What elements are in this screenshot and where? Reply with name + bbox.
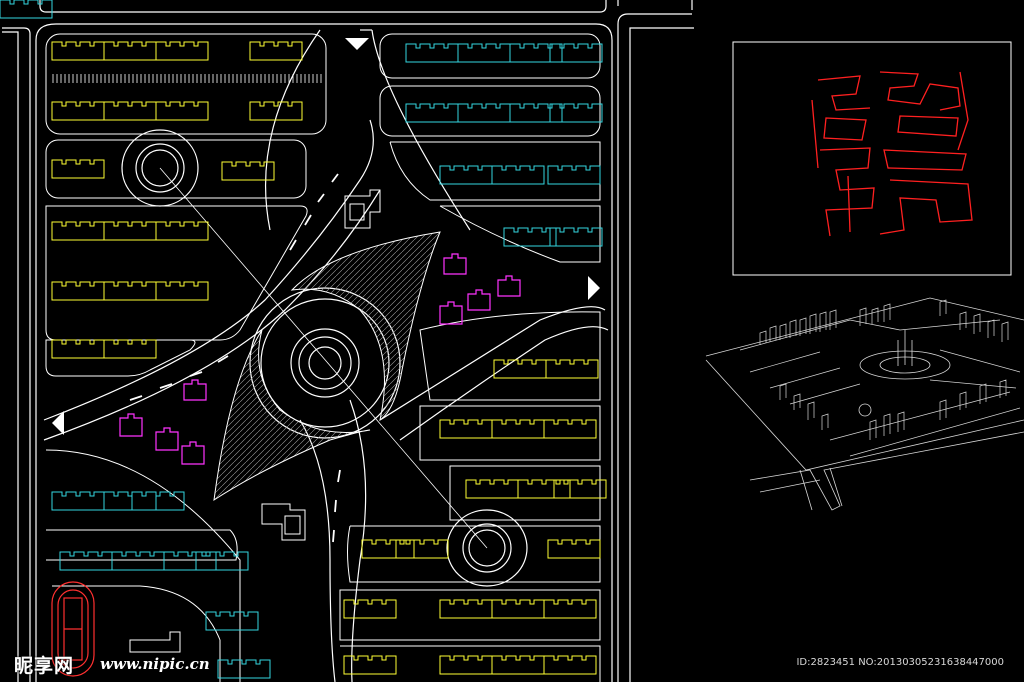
cyan-residential-rows (0, 0, 603, 679)
magenta-villas (119, 253, 521, 465)
axis-line (159, 167, 488, 549)
hatched-plaza-north (290, 231, 441, 422)
red-seal-stamp (811, 71, 973, 237)
perspective-3d-view (705, 297, 1024, 511)
hatched-plaza-south (213, 329, 371, 502)
east-arrow-icon (588, 276, 600, 300)
north-arrow-icon (345, 38, 369, 50)
outer-roads (2, 0, 694, 682)
watermark-url: www.nipic.cn (100, 655, 210, 673)
site-plan (2, 0, 694, 682)
watermark-logo: 昵享网 (14, 655, 75, 677)
running-track-icon (51, 581, 95, 677)
public-buildings (129, 189, 381, 653)
fence-strip (52, 74, 324, 83)
seal-frame (732, 41, 1012, 276)
west-arrow-icon (52, 411, 64, 435)
block-outlines (45, 33, 601, 682)
se-roundabout (446, 509, 528, 587)
main-boulevard (43, 119, 609, 682)
watermark-id: ID:2823451 NO:20130305231638447000 (796, 657, 1004, 668)
site-boundary (35, 23, 613, 682)
